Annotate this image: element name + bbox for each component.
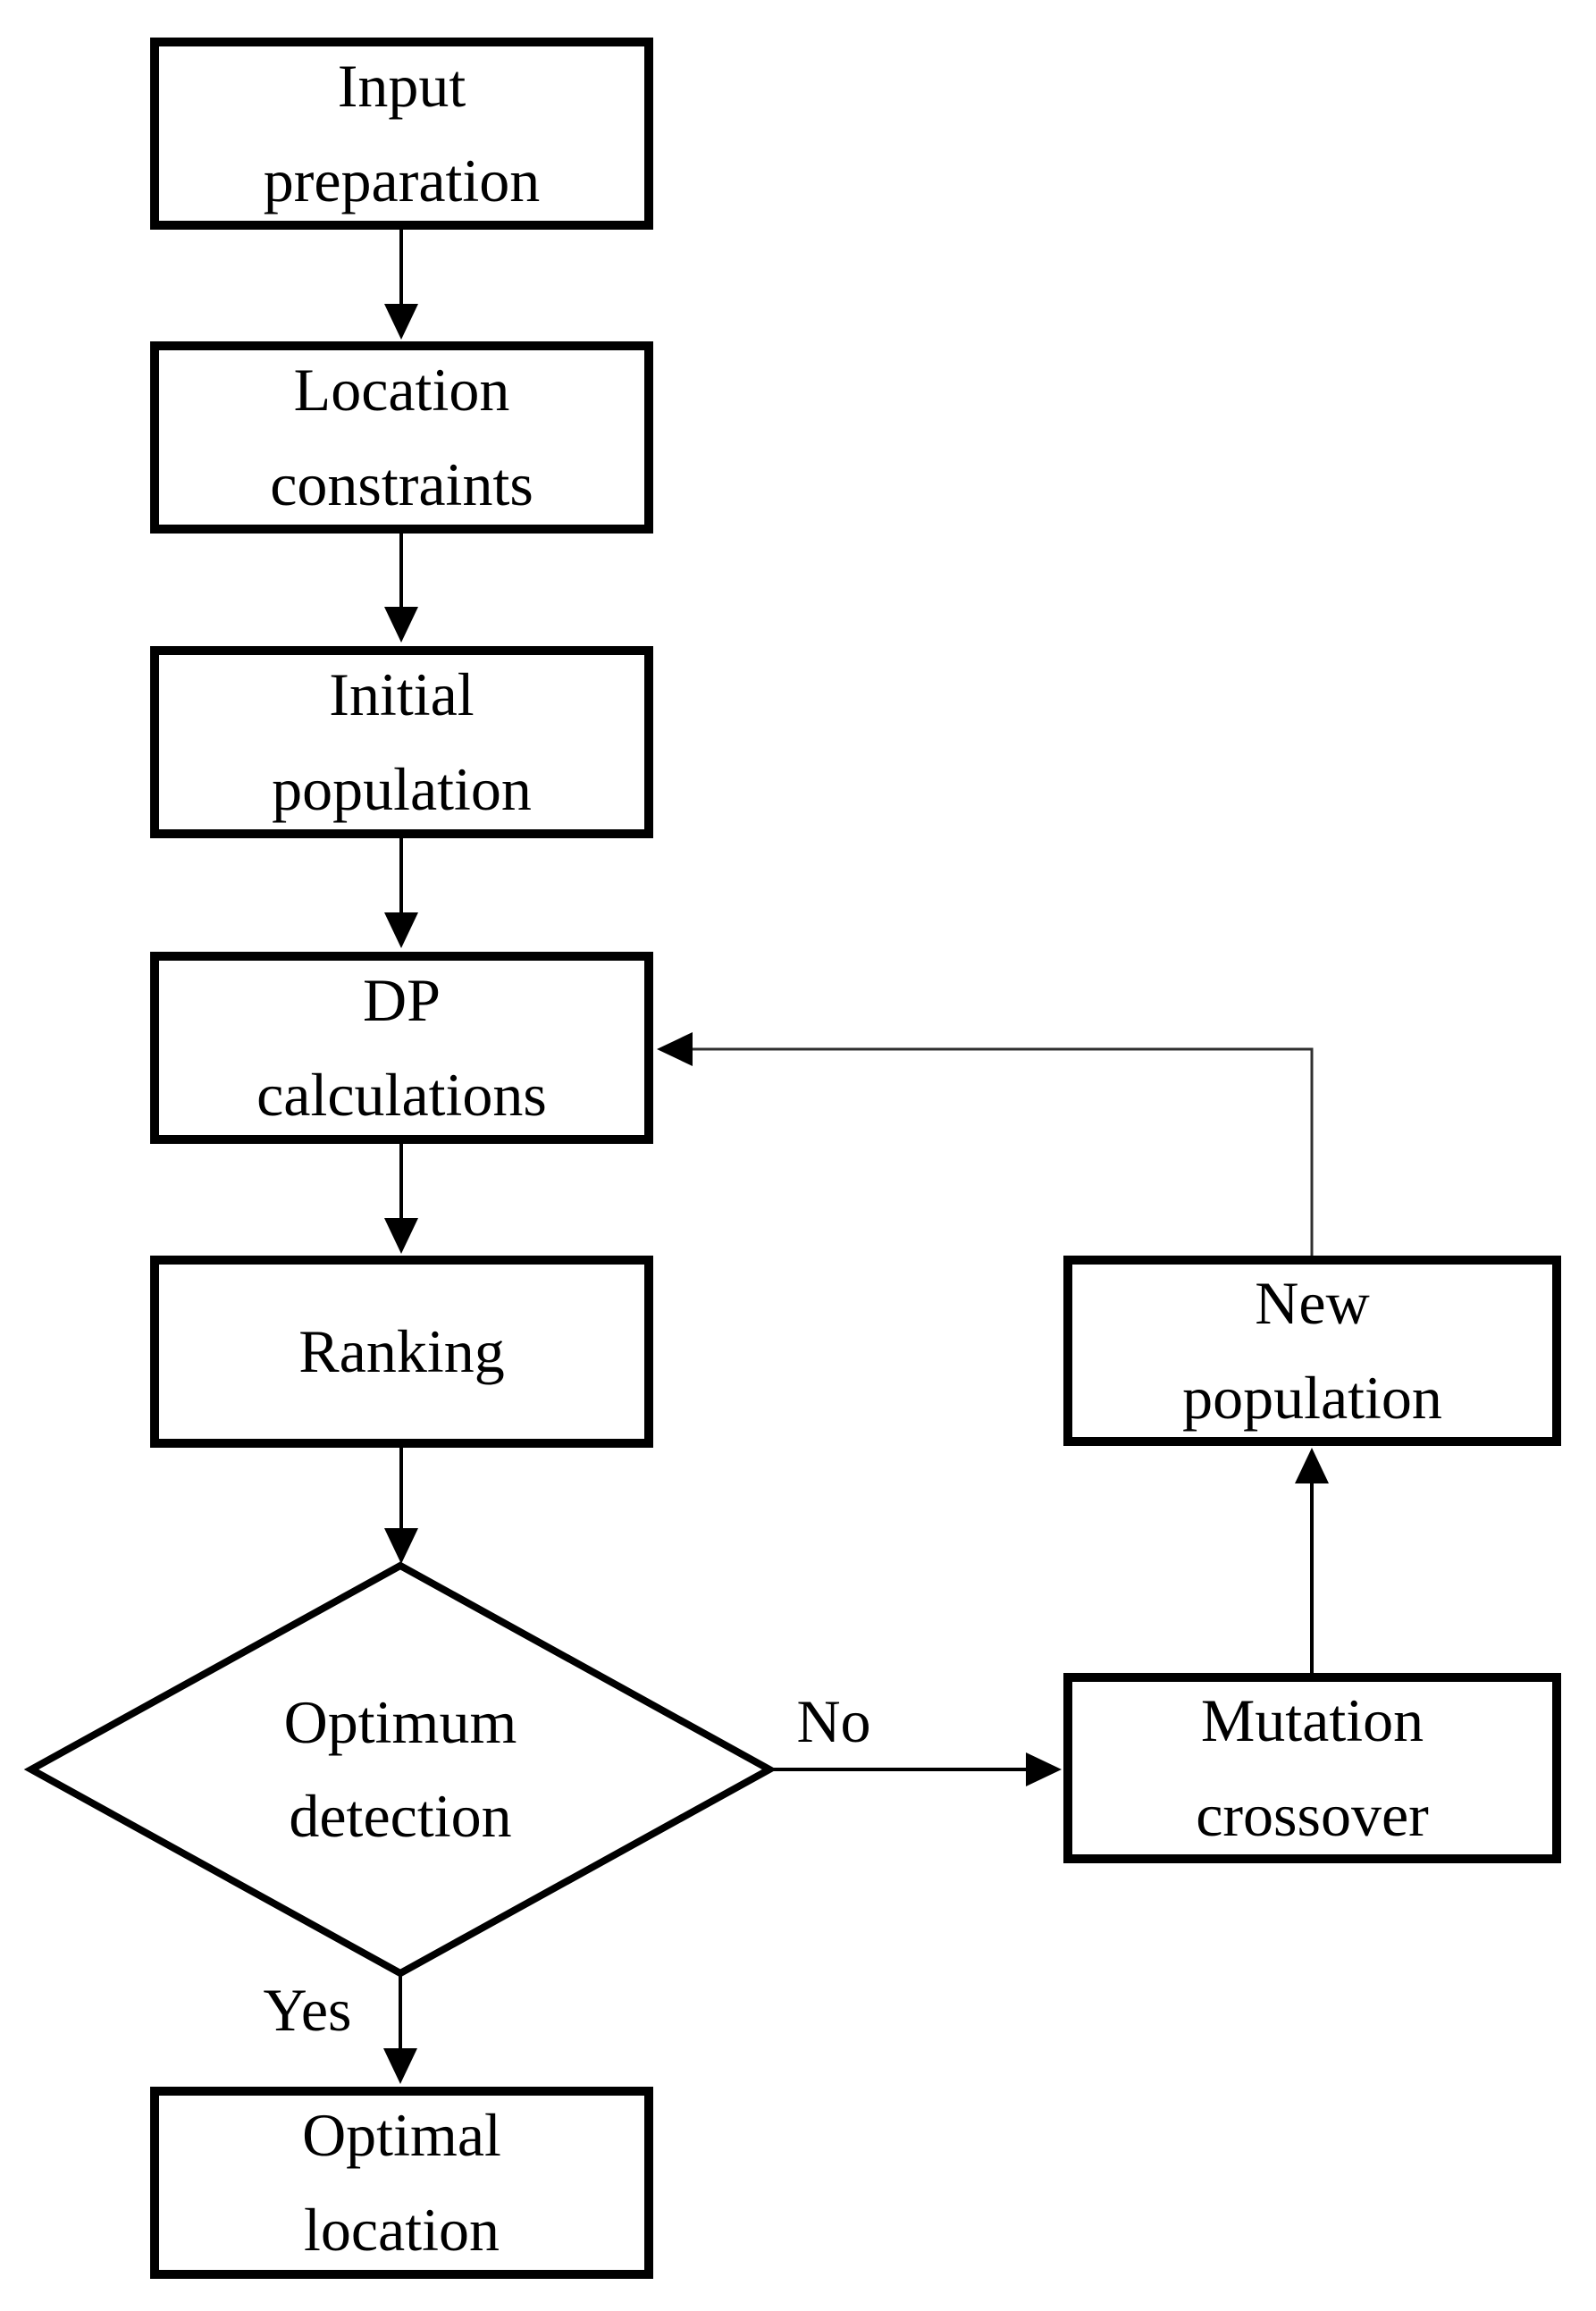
node-label-line: detection xyxy=(289,1782,512,1850)
edge-label-text: Yes xyxy=(263,1976,352,2044)
edge-label-yes: Yes xyxy=(236,1979,379,2041)
edge-label-text: No xyxy=(796,1687,871,1755)
arrowhead-down-1 xyxy=(384,304,418,340)
node-label-line: location xyxy=(303,2195,500,2264)
edge-newpop-to-dp-return xyxy=(691,1047,1314,1256)
arrowhead-down-4 xyxy=(384,1218,418,1254)
node-optimal-location: Optimal location xyxy=(150,2087,653,2279)
node-dp-calculations: DP calculations xyxy=(150,952,653,1144)
node-input-preparation: Input preparation xyxy=(150,38,653,230)
node-ranking: Ranking xyxy=(150,1256,653,1448)
node-label-line: Optimum xyxy=(283,1687,517,1756)
node-label-line: population xyxy=(272,754,532,823)
node-label-line: Input xyxy=(337,52,466,121)
decision-diamond-shape xyxy=(23,1561,777,1978)
node-label-line: Initial xyxy=(329,660,475,729)
node-initial-population: Initial population xyxy=(150,646,653,838)
node-new-population: New population xyxy=(1063,1256,1561,1446)
node-optimum-detection: Optimum detection xyxy=(177,1664,624,1875)
arrowhead-down-5 xyxy=(384,1528,418,1564)
arrowhead-down-2 xyxy=(384,607,418,643)
node-label-line: population xyxy=(1182,1363,1442,1432)
node-label-line: preparation xyxy=(263,146,541,214)
node-label-line: constraints xyxy=(270,450,533,518)
node-label-line: crossover xyxy=(1196,1780,1429,1849)
node-label-line: Mutation xyxy=(1200,1686,1424,1755)
arrowhead-right-no xyxy=(1026,1752,1062,1786)
node-label-line: DP xyxy=(363,966,441,1035)
arrowhead-down-3 xyxy=(384,912,418,948)
node-label-line: calculations xyxy=(256,1060,547,1129)
arrowhead-left-dp xyxy=(657,1032,693,1066)
arrowhead-down-6 xyxy=(383,2048,417,2084)
arrowhead-up-newpop xyxy=(1295,1448,1329,1483)
node-mutation-crossover: Mutation crossover xyxy=(1063,1673,1561,1863)
node-label-line: Location xyxy=(293,356,510,424)
node-label-line: Optimal xyxy=(302,2101,501,2170)
node-label-line: New xyxy=(1255,1269,1370,1338)
node-label-line: Ranking xyxy=(298,1316,505,1385)
node-location-constraints: Location constraints xyxy=(150,341,653,534)
edge-label-no: No xyxy=(762,1690,905,1752)
